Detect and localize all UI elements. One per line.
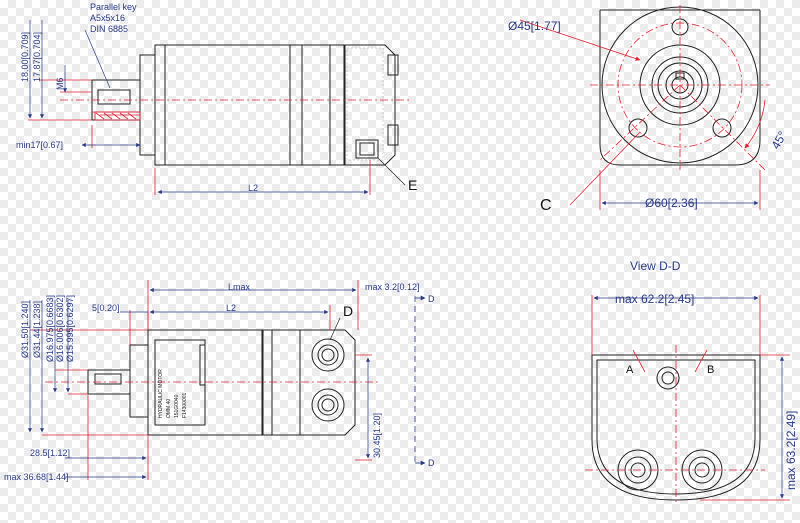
dim-d31-50: Ø31.50[1.240]: [20, 301, 30, 358]
label-c: C: [540, 197, 552, 214]
dim-45deg: 45°: [768, 129, 789, 152]
key-note-line1: Parallel key: [90, 2, 137, 12]
dim-m6: M6: [55, 77, 65, 90]
label-b: B: [707, 364, 714, 376]
view-dd-title: View D-D: [630, 259, 681, 273]
front-view-top: [519, 5, 770, 210]
key-note-line2: A5x5x16: [90, 13, 125, 23]
label-e: E: [408, 177, 417, 193]
dim-28-5: 28.5[1.12]: [30, 448, 70, 458]
label-a: A: [626, 364, 634, 376]
dim-d31-44: Ø31.44[1.238]: [32, 301, 42, 358]
dim-d16-006: Ø16.006[0.6302]: [55, 295, 65, 362]
dim-d15-995: Ø15.995[0.6297]: [65, 295, 75, 362]
dim-lmax: Lmax: [228, 282, 251, 292]
dim-max62-2: max 62.2[2.45]: [615, 292, 694, 306]
dim-min17: min17[0.67]: [16, 140, 63, 150]
dim-17-87: 17.87[0.704]: [32, 32, 42, 82]
nameplate-line4: F14300001: [182, 392, 188, 418]
dim-5: 5[0.20]: [92, 303, 120, 313]
nameplate-line2: OMM 40: [166, 399, 172, 418]
section-view-dd: [585, 295, 790, 505]
dim-d60: Ø60[2.36]: [645, 196, 698, 210]
dim-max36-68: max 36.68[1.44]: [4, 472, 69, 482]
nameplate-line3: 151G0040: [174, 394, 180, 418]
section-d-top: D: [428, 294, 435, 304]
side-view-bottom: [27, 280, 426, 480]
dim-d45: Ø45[1.77]: [508, 19, 561, 33]
dim-18: 18.00[0.709]: [20, 32, 30, 82]
key-note-line3: DIN 6885: [90, 24, 128, 34]
dim-l2-bottom: L2: [226, 303, 236, 313]
dim-max63-2: max 63.2[2.49]: [784, 411, 798, 490]
side-view-top: [27, 20, 410, 195]
dim-30-45: 30.45[1.20]: [372, 413, 382, 458]
dim-l2-top: L2: [248, 183, 258, 193]
dim-d16-975: Ø16.975[0.6683]: [45, 295, 55, 362]
dim-max3-2: max 3.2[0.12]: [365, 282, 420, 292]
section-d-bottom: D: [428, 458, 435, 468]
label-d: D: [343, 303, 353, 319]
nameplate-line1: HYDRAULIC MOTOR: [158, 369, 164, 418]
